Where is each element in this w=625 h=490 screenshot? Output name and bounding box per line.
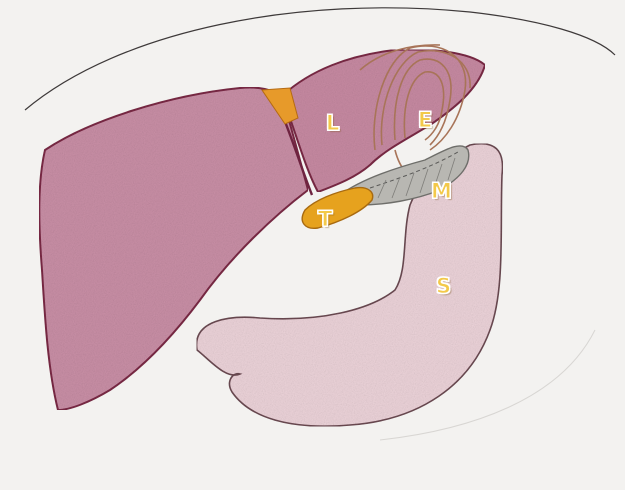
label-tape: T — [318, 209, 332, 230]
label-mesh: M — [431, 181, 452, 202]
label-esophagus: E — [418, 110, 432, 131]
tape-band — [302, 188, 372, 229]
label-liver: L — [326, 113, 339, 134]
label-stomach: S — [436, 276, 451, 297]
